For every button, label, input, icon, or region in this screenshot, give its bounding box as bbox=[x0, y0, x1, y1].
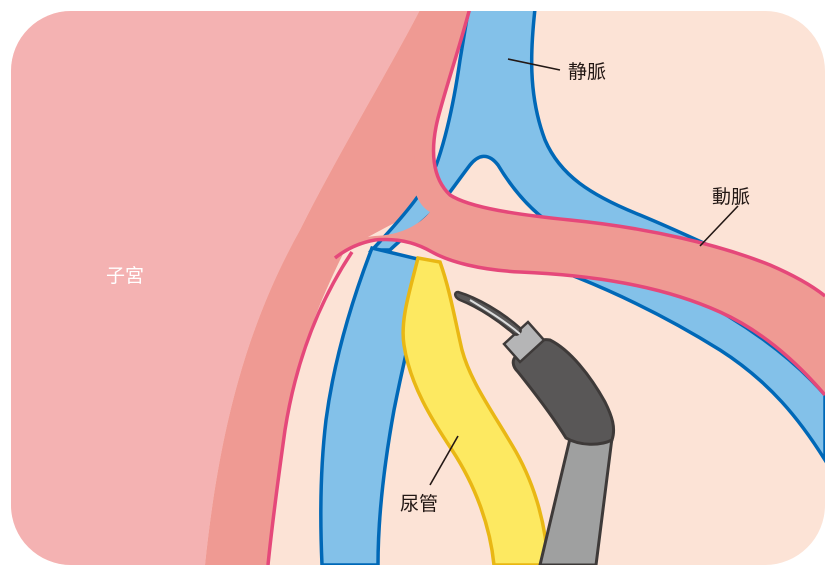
ureter-label: 尿管 bbox=[400, 493, 438, 515]
uterus-label: 子宮 bbox=[106, 265, 144, 287]
artery-label: 動脈 bbox=[712, 186, 750, 208]
vein-label: 静脈 bbox=[568, 61, 606, 83]
